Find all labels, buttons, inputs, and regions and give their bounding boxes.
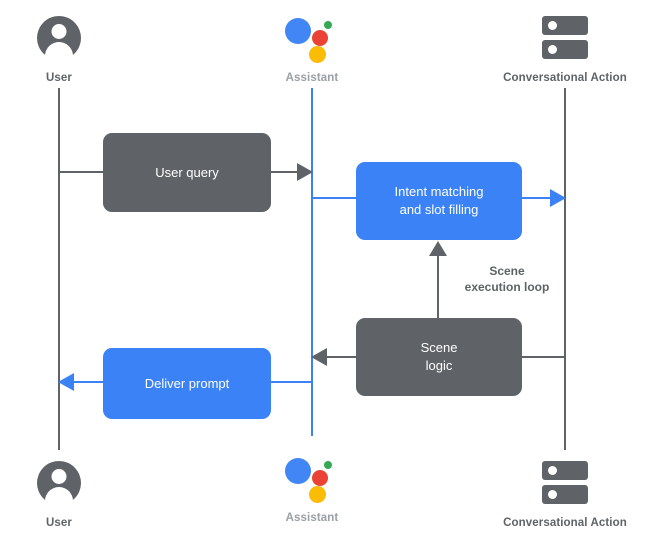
deliver-prompt-line-right	[271, 381, 313, 383]
user-query-arrowhead	[297, 163, 313, 181]
lifeline-assistant	[311, 88, 313, 436]
user-avatar-icon	[0, 10, 139, 66]
actor-bottom-conversational-action-label: Conversational Action	[503, 517, 627, 529]
user-avatar-icon	[0, 455, 139, 511]
actor-top-user-label: User	[46, 72, 72, 84]
message-box-deliver-prompt-label: Deliver prompt	[144, 375, 230, 391]
scene-logic-line-right	[522, 356, 564, 358]
intent-matching-arrowhead	[550, 189, 566, 207]
message-box-scene-logic[interactable]: Scene logic	[356, 318, 522, 396]
message-box-scene-logic-label-line1: Scene	[420, 340, 458, 356]
actor-bottom-assistant: Assistant	[232, 450, 392, 524]
scene-execution-loop-label-line2: execution loop	[464, 280, 550, 295]
message-box-intent-matching[interactable]: Intent matching and slot filling	[356, 162, 522, 240]
deliver-prompt-line-left	[74, 381, 104, 383]
intent-matching-line-right	[521, 197, 554, 199]
actor-top-assistant: Assistant	[232, 10, 392, 84]
actor-top-assistant-label: Assistant	[285, 72, 339, 84]
actor-bottom-user: User	[0, 455, 139, 529]
actor-top-conversational-action-label: Conversational Action	[503, 72, 627, 84]
user-query-line-right	[271, 171, 301, 173]
server-icon	[485, 10, 645, 66]
actor-bottom-conversational-action: Conversational Action	[485, 455, 645, 529]
message-box-intent-matching-label-line2: and slot filling	[399, 202, 479, 217]
actor-top-user: User	[0, 10, 139, 84]
server-icon	[485, 455, 645, 511]
lifeline-conversational-action	[564, 88, 566, 450]
message-box-user-query-label: User query	[155, 164, 219, 180]
lifeline-user	[58, 88, 60, 450]
scene-logic-line-left	[327, 356, 356, 358]
actor-top-conversational-action: Conversational Action	[485, 10, 645, 84]
scene-execution-loop-arrowhead	[429, 241, 447, 256]
user-query-line-left	[58, 171, 104, 173]
scene-execution-loop-label-line1: Scene	[489, 264, 525, 278]
message-box-intent-matching-label-line1: Intent matching	[394, 184, 484, 200]
google-assistant-dots-icon	[232, 450, 392, 506]
message-box-deliver-prompt[interactable]: Deliver prompt	[103, 348, 271, 419]
scene-execution-loop-line	[437, 255, 439, 318]
actor-bottom-assistant-label: Assistant	[285, 512, 339, 524]
deliver-prompt-arrowhead	[58, 373, 74, 391]
actor-bottom-user-label: User	[46, 517, 72, 529]
scene-execution-loop-label: Scene execution loop	[452, 263, 562, 295]
intent-matching-line-left	[311, 197, 357, 199]
google-assistant-dots-icon	[232, 10, 392, 66]
message-box-scene-logic-label-line2: logic	[425, 358, 453, 373]
message-box-user-query[interactable]: User query	[103, 133, 271, 212]
scene-logic-arrowhead	[311, 348, 327, 366]
